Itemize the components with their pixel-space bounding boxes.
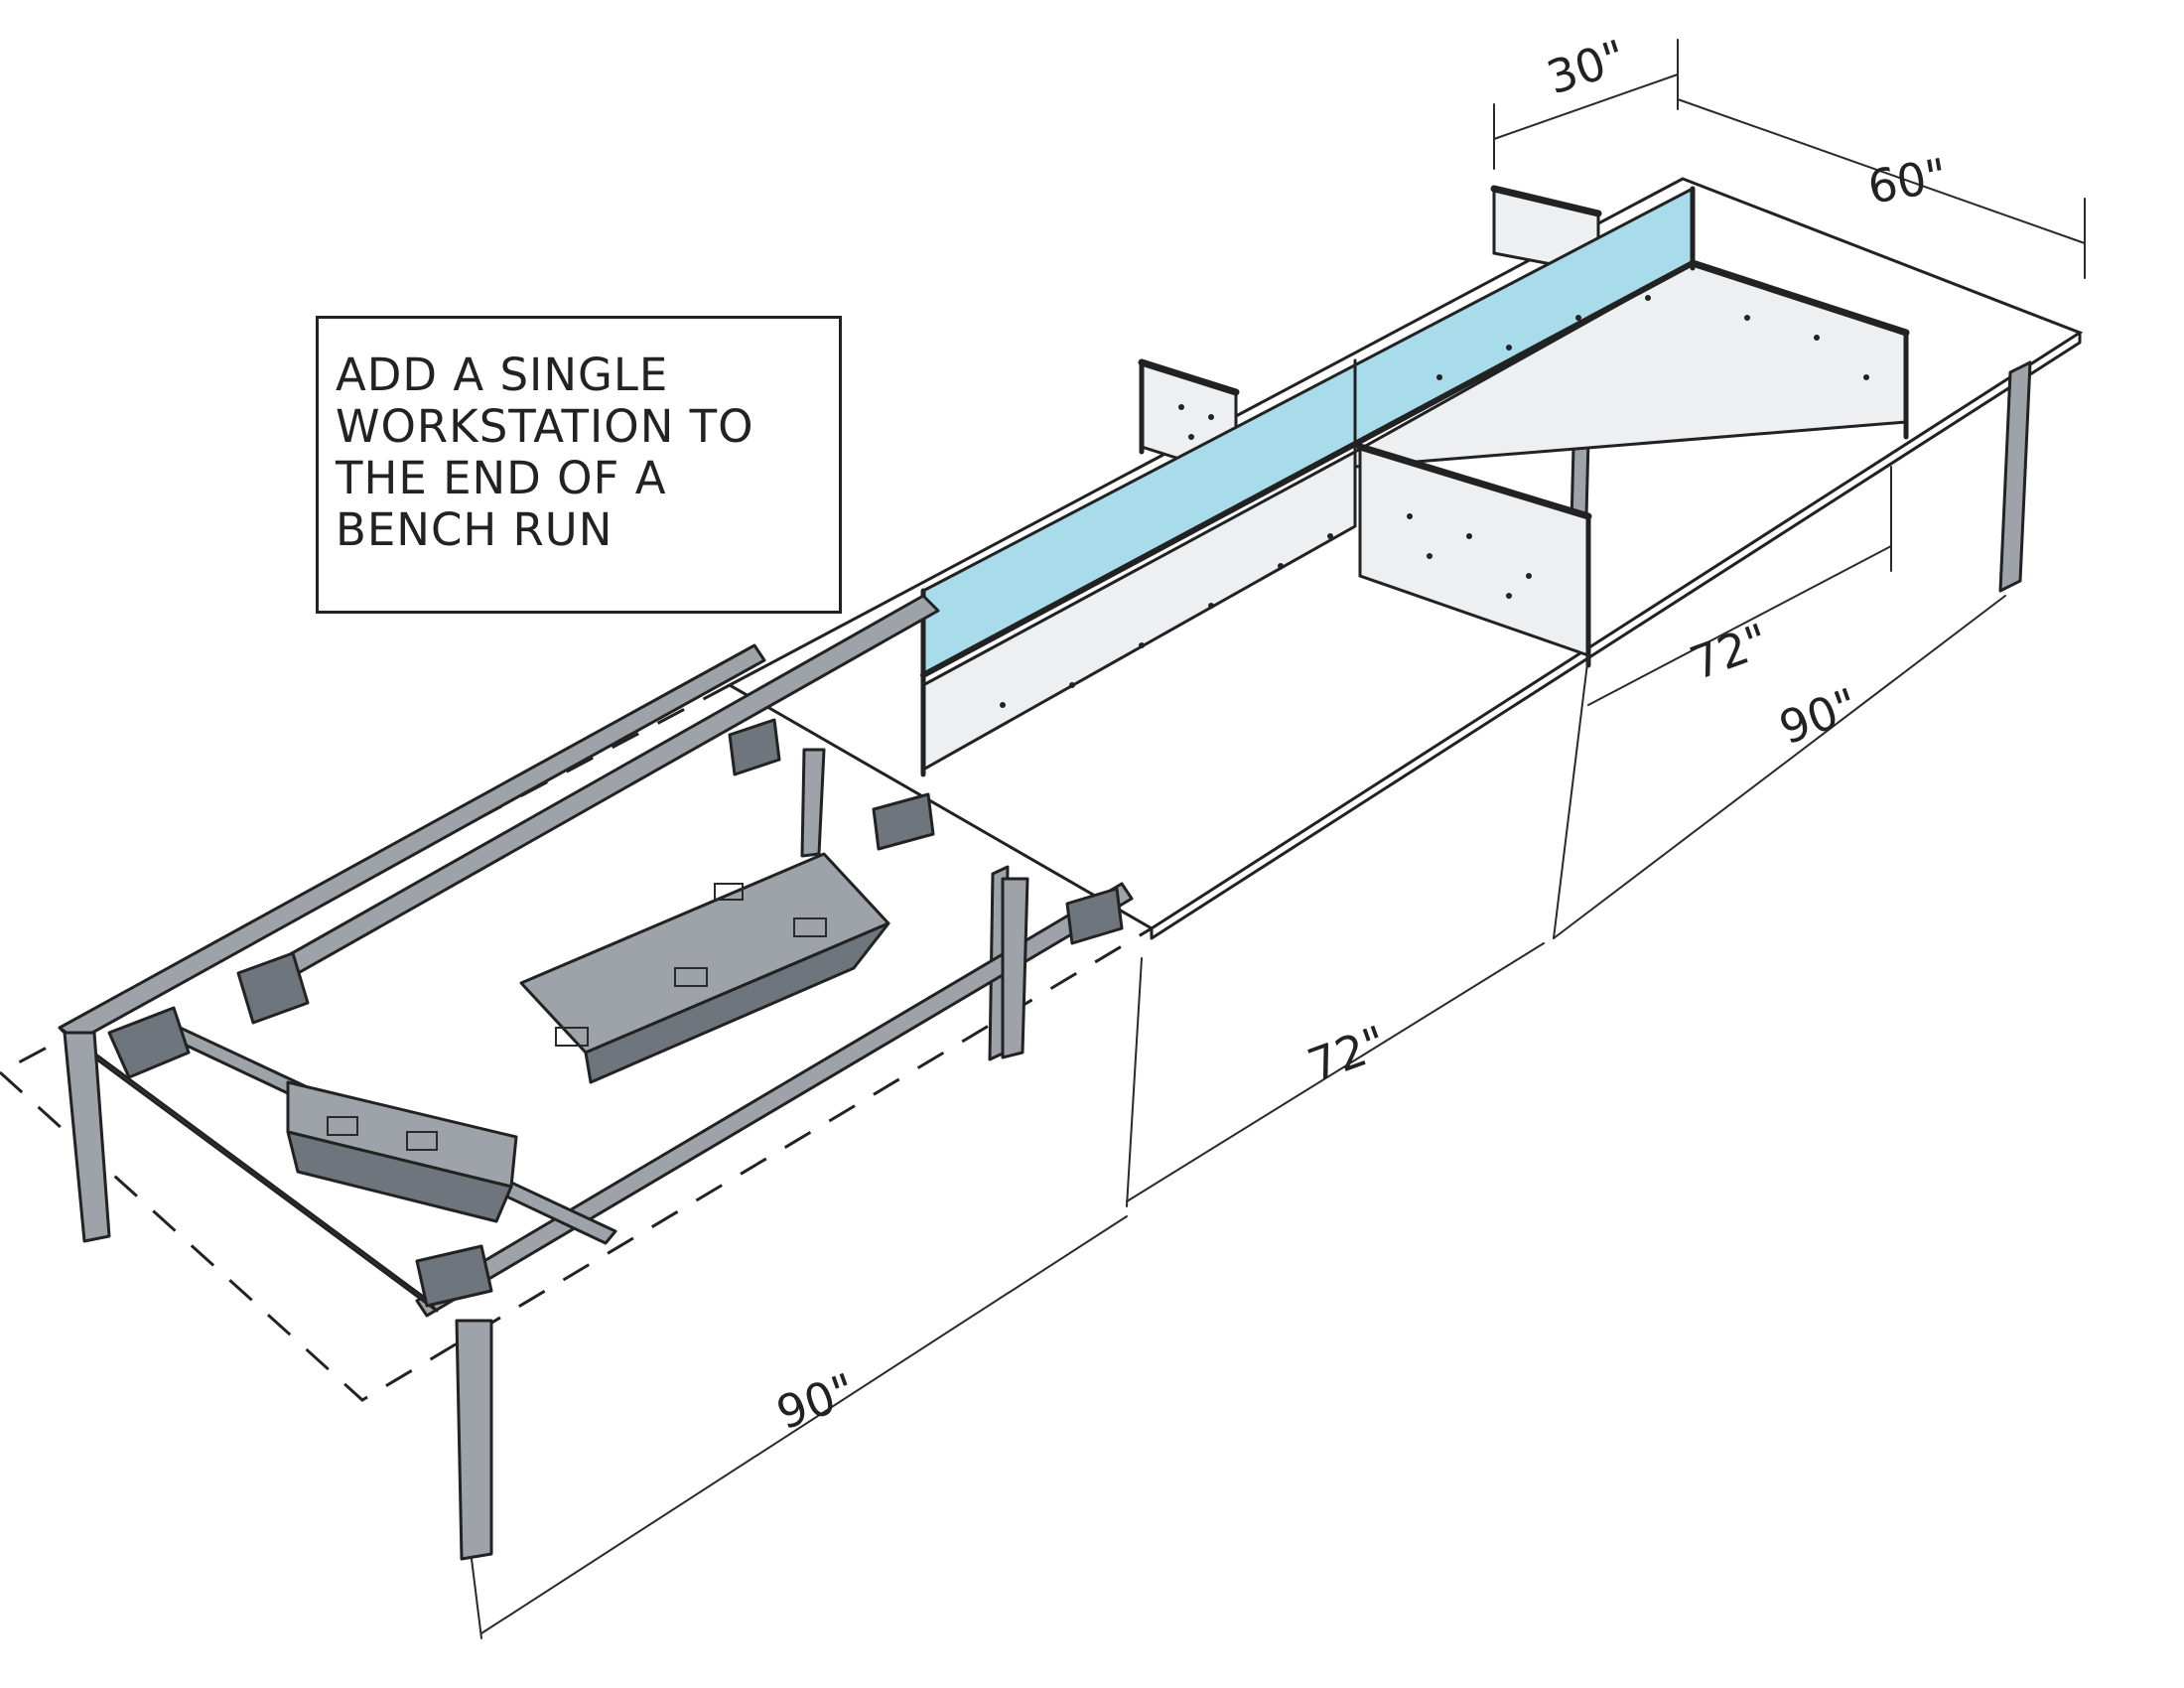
cable-tray-lower-side <box>286 1130 513 1223</box>
bracket-end-back <box>107 1006 191 1079</box>
note-line-4: BENCH RUN <box>336 503 614 556</box>
bracket-mid <box>872 792 935 851</box>
dim-upper-inner-length: 72" <box>1683 613 1775 690</box>
cable-tray-upper-side <box>584 921 890 1084</box>
bracket-spine <box>728 718 781 776</box>
dim-lower-outer-length: 90" <box>769 1362 862 1440</box>
note-line-1: ADD A SINGLE <box>336 349 669 401</box>
note-box <box>316 316 842 614</box>
frame-rail-front <box>415 882 1134 1318</box>
leg-inner <box>1001 877 1029 1059</box>
bracket-end-front <box>415 1244 493 1308</box>
dim-upper-outer-length: 90" <box>1772 677 1864 755</box>
bracket-center-back <box>236 951 310 1025</box>
note-text: ADD A SINGLE WORKSTATION TO THE END OF A… <box>336 350 832 556</box>
bench-leg-right-front <box>1998 360 2032 593</box>
note-line-2: WORKSTATION TO <box>336 400 754 453</box>
leg-end-front <box>455 1319 493 1561</box>
dim-panel-width: 30" <box>1541 29 1632 104</box>
dim-lower-inner-length: 72" <box>1300 1015 1393 1092</box>
note-line-3: THE END OF A <box>336 452 667 504</box>
existing-bench <box>726 177 2084 1061</box>
leg-mid <box>800 748 826 858</box>
dimension-lines <box>471 39 2086 1639</box>
added-workstation <box>0 594 1153 1561</box>
dim-depth-right: 60" <box>1864 148 1952 214</box>
bracket-front-mid <box>1065 887 1124 945</box>
leg-end-back <box>63 1031 111 1243</box>
